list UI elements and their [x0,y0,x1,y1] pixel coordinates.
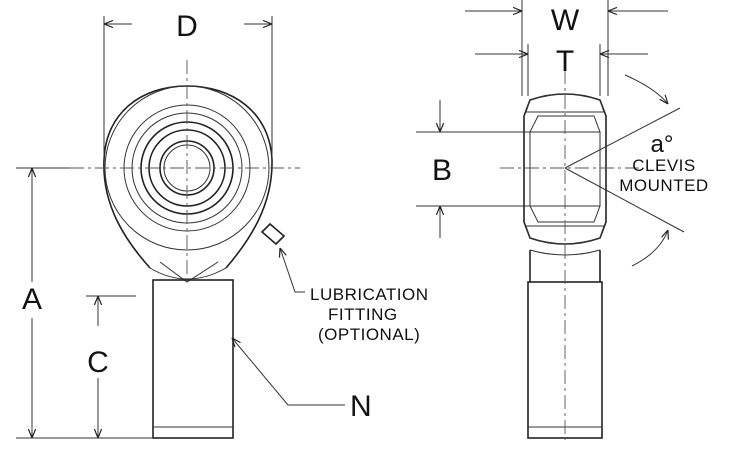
neck-chamfer [159,261,219,283]
shank [152,279,234,439]
lube-label-2: FITTING [328,305,398,324]
front-view: D A C N LUBRICATION FITTING (OPTIONAL) [16,10,429,439]
d-label: D [176,10,198,43]
n-label: N [350,390,372,423]
angle-line-lower [564,167,685,233]
side-bore [529,131,601,207]
angle-arc-upper [624,74,668,104]
clevis-label-1: CLEVIS [632,156,695,175]
b-label: B [432,154,452,187]
angle-arc-lower [631,230,668,267]
angle-line-upper [564,107,681,169]
side-view: W T B a° CLEVIS MOUNTED [416,0,708,440]
lube-fitting [260,222,286,246]
a-label: A [22,283,42,316]
race-bottom [525,225,605,245]
lube-label-3: (OPTIONAL) [318,325,420,344]
neck-seam [149,267,227,280]
angle-label: a° [651,131,674,158]
t-label: T [556,45,574,78]
lube-leader [280,248,305,293]
n-leader [232,338,345,406]
lube-label-1: LUBRICATION [310,285,429,304]
race-top [525,93,605,113]
clevis-label-2: MOUNTED [619,176,708,195]
c-label: C [87,346,109,379]
side-neck [529,250,601,268]
w-label: W [551,4,580,37]
